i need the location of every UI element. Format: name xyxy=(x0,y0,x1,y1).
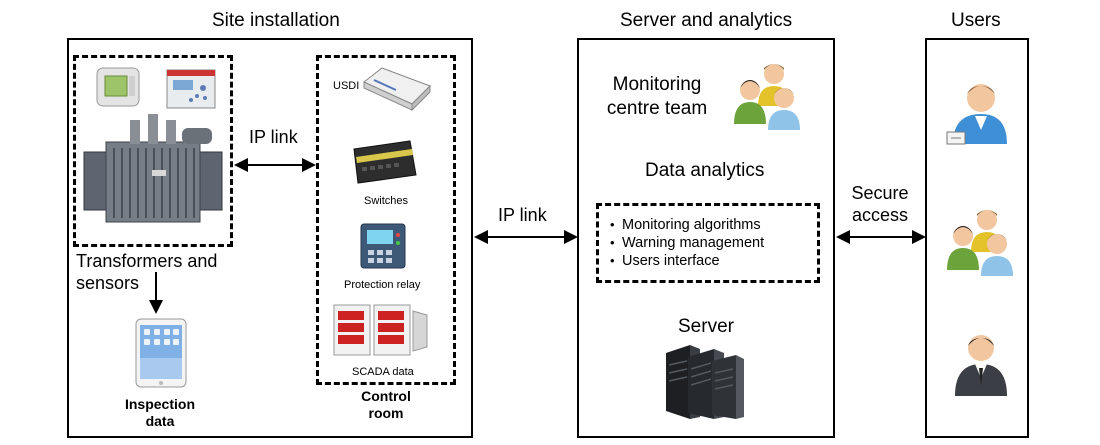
tablet-icon xyxy=(135,318,187,388)
protection-relay-icon xyxy=(360,223,406,269)
secure-access-arrow xyxy=(836,230,926,244)
control-room-group xyxy=(316,55,456,385)
usdi-device-icon xyxy=(363,67,431,112)
inspection-label-line2: data xyxy=(145,413,175,429)
scada-data-label: SCADA data xyxy=(352,366,414,378)
network-switch-icon xyxy=(353,140,417,184)
inspection-data-label: Inspection data xyxy=(115,396,205,430)
power-transformer-icon xyxy=(83,114,223,223)
analytics-item: Users interface xyxy=(610,252,764,270)
server-rack-icon xyxy=(666,345,744,419)
analytics-item: Warning management xyxy=(610,234,764,252)
scada-meters-icon xyxy=(333,304,428,356)
protection-relay-label: Protection relay xyxy=(344,279,421,291)
secure-access-label: Secure access xyxy=(840,182,920,226)
data-analytics-title: Data analytics xyxy=(645,160,765,181)
site-ip-link-label: IP link xyxy=(249,127,298,147)
inspection-label-line1: Inspection xyxy=(124,396,195,412)
analytics-list: Monitoring algorithms Warning management… xyxy=(610,216,764,270)
user-badge-icon xyxy=(946,84,1007,145)
transformers-sensors-label: Transformers and sensors xyxy=(76,250,217,294)
site-ip-link-arrow xyxy=(234,158,316,172)
secure-line1: Secure xyxy=(851,183,909,203)
protection-device-icon xyxy=(166,69,216,109)
transformers-group xyxy=(73,55,233,247)
sensor-monitor-icon xyxy=(96,67,140,107)
transformers-label-line2: sensors xyxy=(76,273,140,293)
monitoring-team-label: Monitoring centre team xyxy=(592,73,722,121)
center-ip-link-arrow xyxy=(474,230,578,244)
down-arrow-icon xyxy=(149,272,163,314)
users-title: Users xyxy=(951,10,1001,31)
switches-label: Switches xyxy=(364,195,409,207)
usdi-label: USDI xyxy=(333,80,360,92)
center-ip-link-label: IP link xyxy=(498,205,547,225)
control-room-label: Control room xyxy=(346,388,426,422)
team-people-icon xyxy=(734,64,800,130)
secure-line2: access xyxy=(851,205,909,225)
transformers-label-line1: Transformers and xyxy=(76,251,218,271)
server-analytics-title: Server and analytics xyxy=(620,10,793,31)
team-label-line1: Monitoring xyxy=(612,74,702,95)
team-label-line2: centre team xyxy=(606,98,708,119)
business-user-icon xyxy=(955,335,1007,396)
analytics-item: Monitoring algorithms xyxy=(610,216,764,234)
user-group-icon xyxy=(947,210,1013,276)
analytics-box xyxy=(596,203,820,283)
site-installation-title: Site installation xyxy=(212,10,340,31)
control-room-line2: room xyxy=(368,405,404,421)
server-label: Server xyxy=(678,316,734,337)
control-room-line1: Control xyxy=(361,388,411,404)
